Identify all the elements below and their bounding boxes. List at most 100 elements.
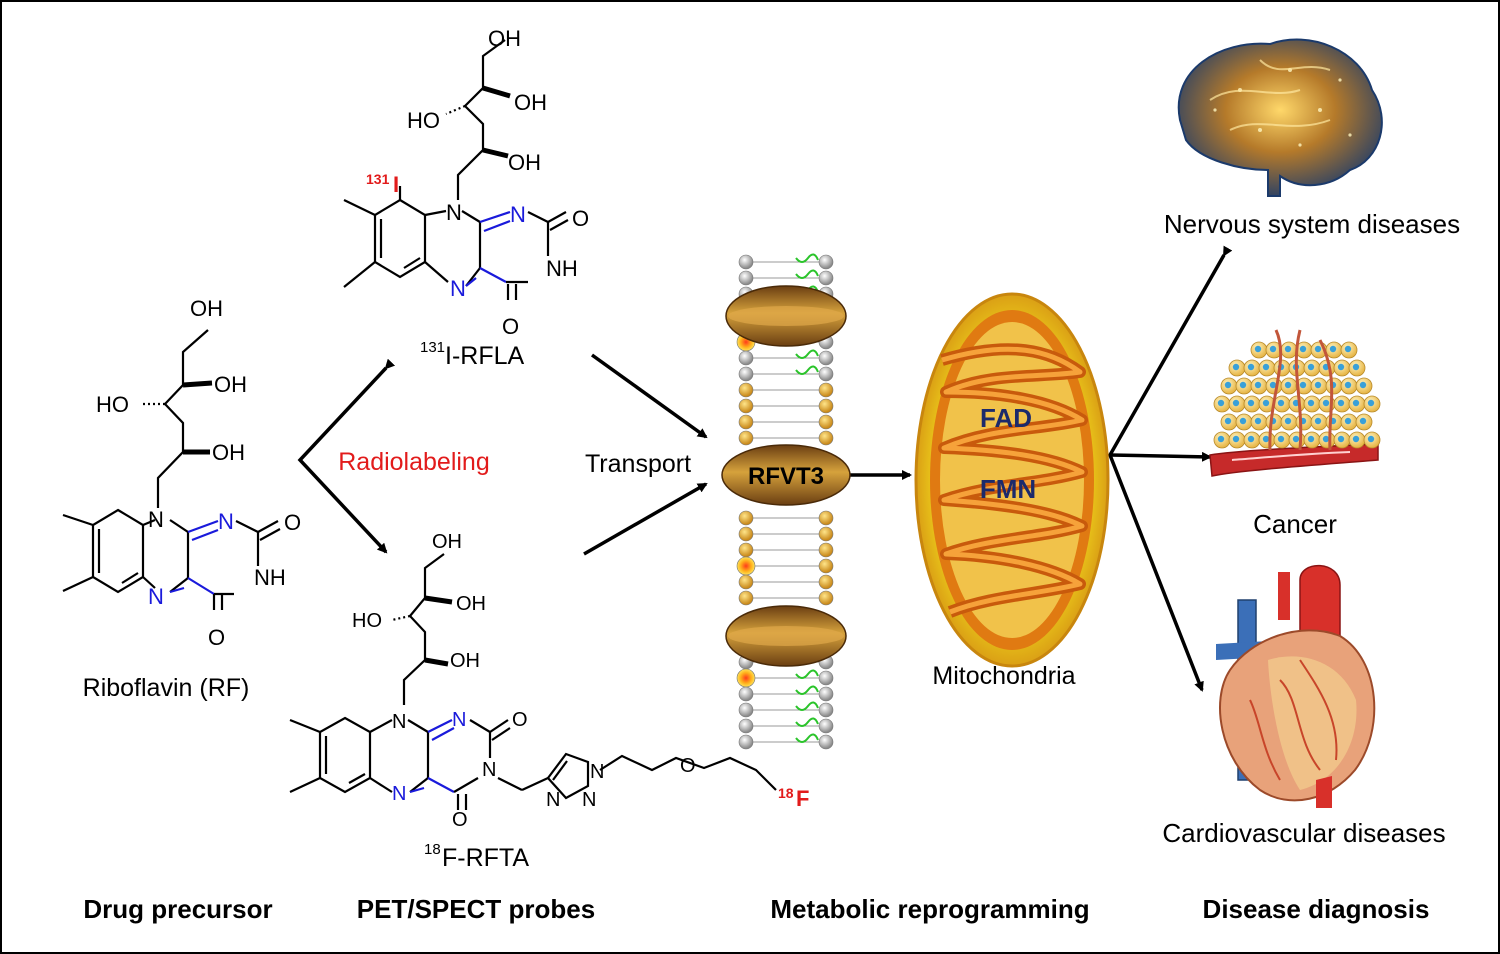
svg-text:HO: HO [96, 392, 129, 417]
svg-text:F: F [796, 786, 809, 811]
lipid-head [818, 254, 834, 270]
svg-text:OH: OH [432, 531, 462, 553]
svg-text:F-RFTA: F-RFTA [442, 844, 529, 872]
svg-text:O: O [284, 510, 301, 535]
lipid-head [818, 366, 834, 382]
lipid-head [818, 558, 834, 574]
svg-text:OH: OH [214, 372, 247, 397]
transport-arrow-bottom [583, 482, 708, 556]
lipid-head [738, 702, 754, 718]
lipid-head [818, 574, 834, 590]
lipid-head [818, 686, 834, 702]
lipid-head [818, 526, 834, 542]
svg-text:N: N [582, 789, 596, 811]
svg-text:OH: OH [508, 150, 541, 175]
lipid-head [818, 542, 834, 558]
svg-text:OH: OH [456, 593, 486, 615]
svg-text:NH: NH [254, 565, 286, 590]
svg-text:OH: OH [488, 26, 521, 51]
lipid-head [738, 734, 754, 750]
f18-rfta-atoms: OH OH HO OH N N O N N O N N N O [352, 531, 696, 831]
lipid-head [738, 686, 754, 702]
svg-text:NH: NH [546, 256, 578, 281]
riboflavin-name-label: Riboflavin (RF) [83, 674, 250, 702]
iodine-131-label: 131 I [366, 171, 399, 197]
riboflavin-atoms: OH OH HO OH N N O NH N O [96, 296, 301, 650]
svg-text:N: N [446, 200, 462, 225]
lipid-head [818, 382, 834, 398]
footer-metabolic: Metabolic reprogramming [770, 894, 1089, 924]
svg-text:OH: OH [212, 440, 245, 465]
footer-probes: PET/SPECT probes [357, 894, 595, 924]
lipid-head [736, 556, 756, 576]
i131-rfla-name: 131 I-RFLA [420, 339, 525, 370]
svg-text:N: N [218, 509, 234, 534]
footer-diagnosis: Disease diagnosis [1203, 894, 1430, 924]
i131-rfla-structure [343, 39, 569, 300]
f18-rfta-name: 18 F-RFTA [424, 841, 529, 872]
svg-text:I: I [393, 172, 399, 197]
lipid-head [738, 270, 754, 286]
svg-text:OH: OH [190, 296, 223, 321]
lipid-head [738, 430, 754, 446]
lipid-head [818, 430, 834, 446]
svg-text:O: O [208, 625, 225, 650]
fluorine-18-label: 18 F [778, 785, 809, 811]
footer-drug-precursor: Drug precursor [83, 894, 272, 924]
i131-rfla-atoms: OH OH HO OH N N O NH N O [407, 26, 589, 339]
svg-text:N: N [482, 759, 496, 781]
svg-text:I-RFLA: I-RFLA [445, 342, 525, 370]
lipid-head [738, 382, 754, 398]
mitochondrion: FAD FMN [914, 292, 1110, 668]
lipid-head [818, 398, 834, 414]
svg-text:HO: HO [352, 610, 382, 632]
svg-text:O: O [512, 709, 528, 731]
svg-text:18: 18 [424, 841, 441, 858]
lipid-head [738, 510, 754, 526]
mitochondria-label: Mitochondria [932, 662, 1075, 690]
lipid-head [818, 590, 834, 606]
svg-text:131: 131 [366, 171, 390, 187]
lipid-head [818, 414, 834, 430]
svg-text:N: N [392, 711, 406, 733]
cancer-arrow [1109, 451, 1212, 462]
svg-text:N: N [546, 789, 560, 811]
lipid-head [818, 670, 834, 686]
svg-text:131: 131 [420, 339, 445, 356]
lipid-head [738, 414, 754, 430]
arrows [297, 245, 1233, 692]
lipid-head [818, 510, 834, 526]
svg-text:18: 18 [778, 785, 794, 801]
rfvt3-transporter [721, 444, 851, 506]
lipid-head [738, 542, 754, 558]
lipid-head [818, 270, 834, 286]
svg-text:HO: HO [407, 108, 440, 133]
f18-rfta-structure [289, 553, 777, 810]
lipid-head [818, 718, 834, 734]
fmn-label: FMN [980, 474, 1036, 504]
radiolabeling-label: Radiolabeling [338, 448, 490, 476]
lipid-head [818, 734, 834, 750]
svg-text:OH: OH [450, 650, 480, 672]
rfvt3-label: RFVT3 [748, 463, 824, 490]
svg-text:O: O [452, 809, 468, 831]
nervous-system-label: Nervous system diseases [1164, 209, 1460, 239]
fad-label: FAD [980, 403, 1032, 433]
svg-text:N: N [452, 709, 466, 731]
lipid-head [738, 366, 754, 382]
cell-membrane: RFVT3 [721, 253, 851, 750]
svg-text:N: N [148, 584, 164, 609]
brain-illustration [1177, 38, 1383, 197]
svg-text:O: O [502, 314, 519, 339]
lipid-head [738, 350, 754, 366]
svg-text:N: N [392, 783, 406, 805]
lipid-head [738, 718, 754, 734]
svg-text:N: N [590, 761, 604, 783]
radiolabeling-arrow [297, 358, 396, 554]
heart-illustration [1216, 564, 1376, 808]
lipid-head [738, 590, 754, 606]
lipid-head [738, 526, 754, 542]
svg-text:N: N [450, 276, 466, 301]
cardiovascular-label: Cardiovascular diseases [1162, 818, 1445, 848]
